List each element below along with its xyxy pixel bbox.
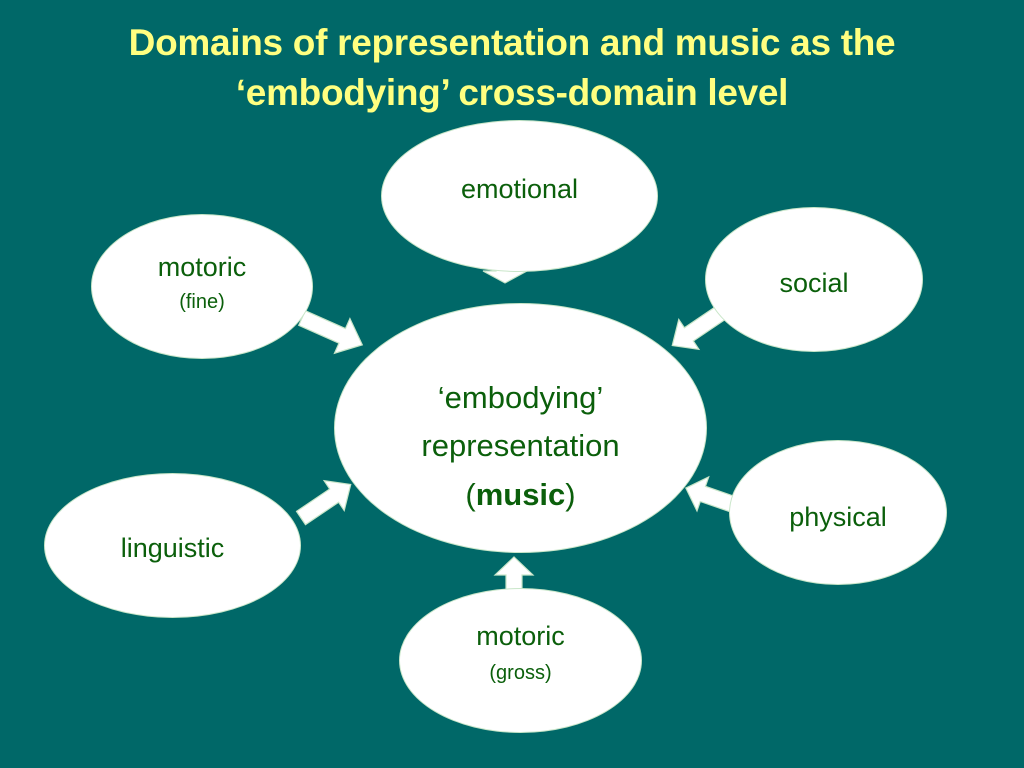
- node-emotional: emotional: [381, 120, 658, 272]
- title-line-1: Domains of representation and music as t…: [128, 22, 896, 63]
- center-paren-open: (: [465, 477, 476, 512]
- slide-title: Domains of representation and music as t…: [0, 18, 1024, 118]
- arrow-motoric-fine: [297, 309, 364, 355]
- node-motoric-fine-sub: (fine): [179, 291, 225, 313]
- node-motoric-gross-label: motoric: [476, 621, 565, 651]
- arrow-linguistic: [295, 479, 352, 526]
- node-social-label: social: [779, 268, 849, 298]
- node-emotional-label: emotional: [460, 174, 579, 204]
- center-line-3: (music): [335, 471, 706, 519]
- node-linguistic-label: linguistic: [120, 533, 225, 563]
- title-line-2: ‘embodying’ cross-domain level: [235, 72, 789, 113]
- center-paren-close: ): [565, 477, 576, 512]
- node-motoric-fine-label: motoric: [157, 252, 247, 282]
- center-line-1: ‘embodying’: [437, 380, 604, 415]
- node-social: social: [705, 207, 923, 352]
- node-physical: physical: [729, 440, 947, 585]
- node-motoric-gross: motoric (gross): [399, 588, 642, 733]
- center-node-embodying-representation: ‘embodying’ representation (music): [334, 303, 707, 553]
- node-physical-label: physical: [789, 502, 887, 532]
- center-music-word: music: [475, 477, 566, 512]
- arrow-social: [671, 304, 728, 351]
- node-motoric-gross-sub: (gross): [489, 662, 552, 684]
- node-linguistic: linguistic: [44, 473, 301, 618]
- node-motoric-fine: motoric (fine): [91, 214, 313, 359]
- center-line-2: representation: [421, 428, 620, 463]
